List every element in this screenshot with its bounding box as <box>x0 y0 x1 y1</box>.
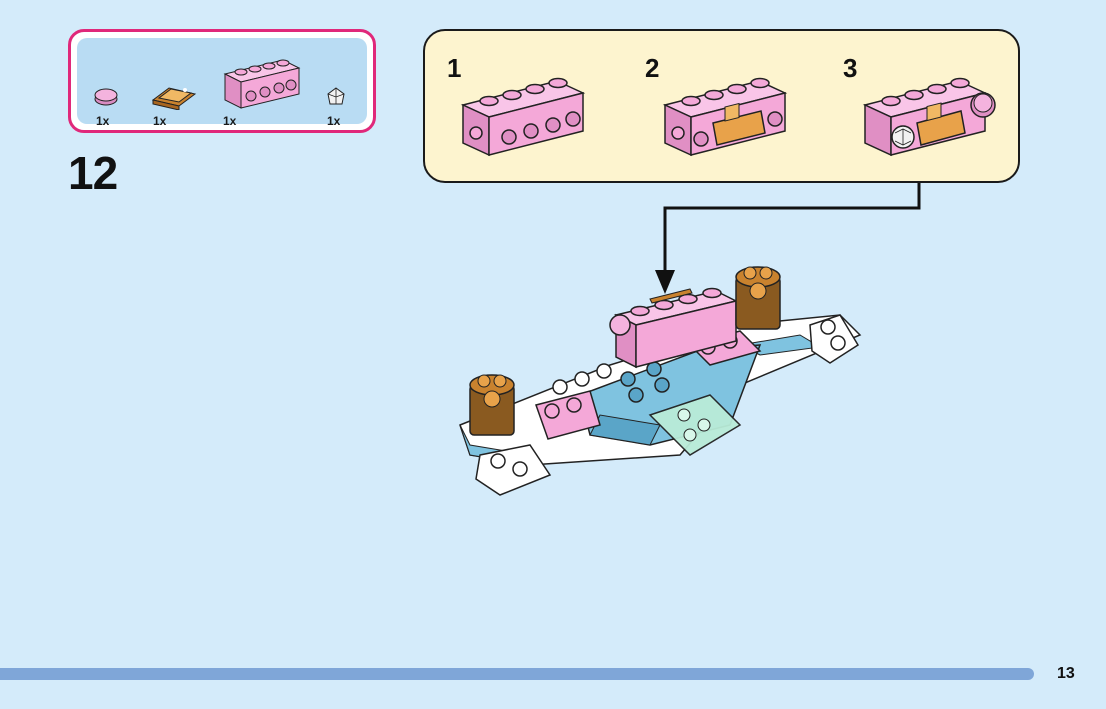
part-qty: 1x <box>327 114 341 128</box>
sub-step-number: 3 <box>843 53 858 83</box>
parts-list-box: 1x 1x 1x <box>68 29 376 133</box>
sub-step-number: 1 <box>447 53 462 83</box>
pink-brick-sub1-image <box>460 77 586 157</box>
page-number: 13 <box>1057 665 1075 682</box>
part-qty: 1x <box>223 114 237 128</box>
parts-list-inner: 1x 1x 1x <box>77 38 367 128</box>
diamond-jewel-icon <box>327 87 345 105</box>
sub-step-number: 2 <box>645 53 660 83</box>
sub-assembly-callout: 1 2 3 <box>423 29 1020 183</box>
bottom-bar <box>0 668 1034 680</box>
gold-ingot-icon <box>151 87 197 110</box>
pink-round-tile-icon <box>94 88 118 106</box>
pink-brick-sub2-image <box>662 77 788 157</box>
part-qty: 1x <box>96 114 110 128</box>
pink-brick-sub3-image <box>862 77 996 157</box>
step-number: 12 <box>68 147 118 199</box>
pink-brick-icon <box>223 59 301 109</box>
assembled-model-image <box>459 266 862 496</box>
part-qty: 1x <box>153 114 167 128</box>
